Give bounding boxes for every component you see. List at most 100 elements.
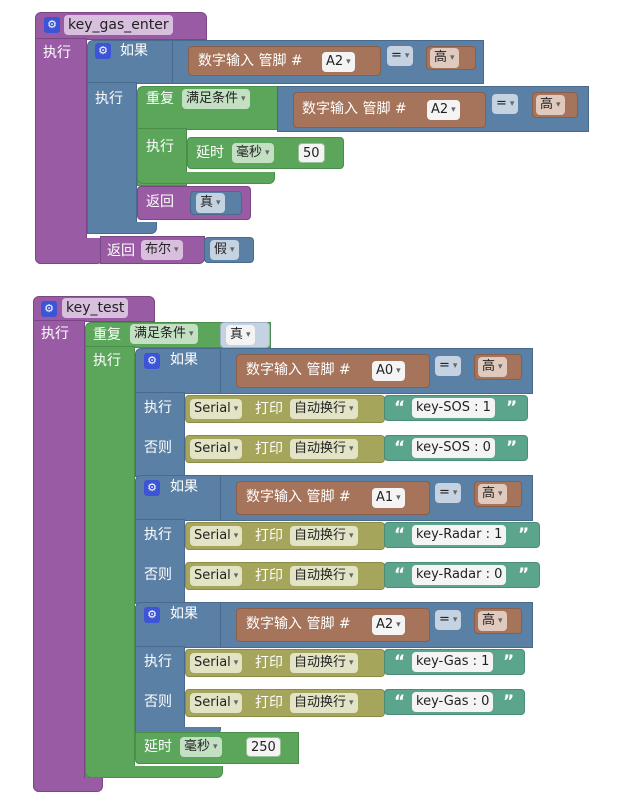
quote-close-icon: ” xyxy=(518,565,530,585)
newline-mode-dropdown[interactable]: 自动换行 xyxy=(290,653,358,673)
if-label: 如果 xyxy=(170,479,198,495)
quote-open-icon: “ xyxy=(394,565,406,585)
quote-close-icon: ” xyxy=(506,438,518,458)
repeat-value-dropdown[interactable]: 真 xyxy=(226,325,255,345)
if-spine xyxy=(135,519,185,604)
delay-unit-dropdown[interactable]: 毫秒 xyxy=(180,737,222,757)
repeat-mode-dropdown[interactable]: 满足条件 xyxy=(130,324,198,344)
compare-op-dropdown[interactable]: = xyxy=(435,610,462,630)
print-label: 打印 xyxy=(255,568,283,584)
else-label: 否则 xyxy=(144,567,172,583)
pin-dropdown[interactable]: A1 xyxy=(372,488,405,508)
procedure-spine xyxy=(33,320,85,792)
gear-icon[interactable]: ⚙ xyxy=(44,17,60,33)
delay-label: 延时 xyxy=(144,739,172,755)
then-label: 执行 xyxy=(144,654,172,670)
procedure-name-field[interactable]: key_gas_enter xyxy=(64,15,173,35)
repeat-bottom xyxy=(137,172,275,184)
if-spine xyxy=(87,82,137,234)
procedure-name-field[interactable]: key_test xyxy=(62,298,129,318)
serial-dropdown[interactable]: Serial xyxy=(190,439,243,459)
else-label: 否则 xyxy=(144,694,172,710)
value-dropdown[interactable]: 高 xyxy=(478,611,507,631)
digital-read-label: 数字输入 管脚 # xyxy=(198,53,303,69)
gear-icon[interactable]: ⚙ xyxy=(95,43,111,59)
quote-close-icon: ” xyxy=(506,398,518,418)
repeat-do-label: 执行 xyxy=(93,353,121,369)
pin-dropdown[interactable]: A2 xyxy=(322,52,355,72)
if-spine xyxy=(135,392,185,477)
newline-mode-dropdown[interactable]: 自动换行 xyxy=(290,526,358,546)
gear-icon[interactable]: ⚙ xyxy=(144,607,160,623)
delay-unit-dropdown[interactable]: 毫秒 xyxy=(232,143,274,163)
digital-read-label: 数字输入 管脚 # xyxy=(246,616,351,632)
return-label: 返回 xyxy=(146,194,174,210)
quote-close-icon: ” xyxy=(503,692,515,712)
repeat-mode-dropdown[interactable]: 满足条件 xyxy=(182,89,250,109)
newline-mode-dropdown[interactable]: 自动换行 xyxy=(290,566,358,586)
then-label: 执行 xyxy=(144,400,172,416)
gear-icon[interactable]: ⚙ xyxy=(144,353,160,369)
quote-open-icon: “ xyxy=(394,652,406,672)
print-label: 打印 xyxy=(255,441,283,457)
procedure-spine xyxy=(35,38,87,264)
final-return-value-dropdown[interactable]: 假 xyxy=(210,240,239,260)
newline-mode-dropdown[interactable]: 自动换行 xyxy=(290,439,358,459)
do-label: 执行 xyxy=(41,326,69,342)
if-label: 如果 xyxy=(120,43,148,59)
compare-op-dropdown[interactable]: = xyxy=(435,356,462,376)
if-label: 如果 xyxy=(170,606,198,622)
compare-op-dropdown[interactable]: = xyxy=(435,483,462,503)
digital-read-label: 数字输入 管脚 # xyxy=(246,362,351,378)
pin-dropdown[interactable]: A2 xyxy=(427,100,460,120)
compare-op-dropdown[interactable]: = xyxy=(492,94,519,114)
value-dropdown[interactable]: 高 xyxy=(430,48,459,68)
text-field[interactable]: key-Radar : 0 xyxy=(412,565,507,585)
serial-dropdown[interactable]: Serial xyxy=(190,526,243,546)
repeat-bottom xyxy=(85,766,223,778)
pin-dropdown[interactable]: A2 xyxy=(372,615,405,635)
text-field[interactable]: key-Gas : 0 xyxy=(412,692,494,712)
gear-icon[interactable]: ⚙ xyxy=(41,301,57,317)
repeat-label: 重复 xyxy=(93,327,121,343)
quote-close-icon: ” xyxy=(518,525,530,545)
print-label: 打印 xyxy=(255,695,283,711)
text-field[interactable]: key-Gas : 1 xyxy=(412,652,494,672)
serial-dropdown[interactable]: Serial xyxy=(190,693,243,713)
text-field[interactable]: key-SOS : 1 xyxy=(412,398,495,418)
quote-close-icon: ” xyxy=(503,652,515,672)
return-type-dropdown[interactable]: 布尔 xyxy=(141,240,183,260)
value-dropdown[interactable]: 高 xyxy=(478,357,507,377)
text-field[interactable]: key-Radar : 1 xyxy=(412,525,507,545)
gear-icon[interactable]: ⚙ xyxy=(144,480,160,496)
if-do-label: 执行 xyxy=(95,91,123,107)
newline-mode-dropdown[interactable]: 自动换行 xyxy=(290,693,358,713)
else-label: 否则 xyxy=(144,440,172,456)
if-else-block[interactable] xyxy=(135,602,221,648)
repeat-do-label: 执行 xyxy=(146,139,174,155)
quote-open-icon: “ xyxy=(394,438,406,458)
print-label: 打印 xyxy=(255,655,283,671)
return-value-dropdown[interactable]: 真 xyxy=(196,193,225,213)
newline-mode-dropdown[interactable]: 自动换行 xyxy=(290,399,358,419)
value-dropdown[interactable]: 高 xyxy=(478,484,507,504)
value-dropdown[interactable]: 高 xyxy=(536,95,565,115)
serial-dropdown[interactable]: Serial xyxy=(190,399,243,419)
digital-read-label: 数字输入 管脚 # xyxy=(302,101,407,117)
delay-value-input[interactable]: 50 xyxy=(298,143,325,163)
pin-dropdown[interactable]: A0 xyxy=(372,361,405,381)
procedure-bottom xyxy=(35,238,103,264)
quote-open-icon: “ xyxy=(394,525,406,545)
print-label: 打印 xyxy=(255,401,283,417)
delay-label: 延时 xyxy=(196,145,224,161)
if-bottom xyxy=(87,222,157,234)
quote-open-icon: “ xyxy=(394,692,406,712)
delay-value-input[interactable]: 250 xyxy=(246,737,281,757)
final-return-label: 返回 xyxy=(107,243,135,259)
serial-dropdown[interactable]: Serial xyxy=(190,566,243,586)
print-label: 打印 xyxy=(255,528,283,544)
repeat-spine xyxy=(85,346,135,778)
compare-op-dropdown[interactable]: = xyxy=(387,46,414,66)
serial-dropdown[interactable]: Serial xyxy=(190,653,243,673)
text-field[interactable]: key-SOS : 0 xyxy=(412,438,495,458)
